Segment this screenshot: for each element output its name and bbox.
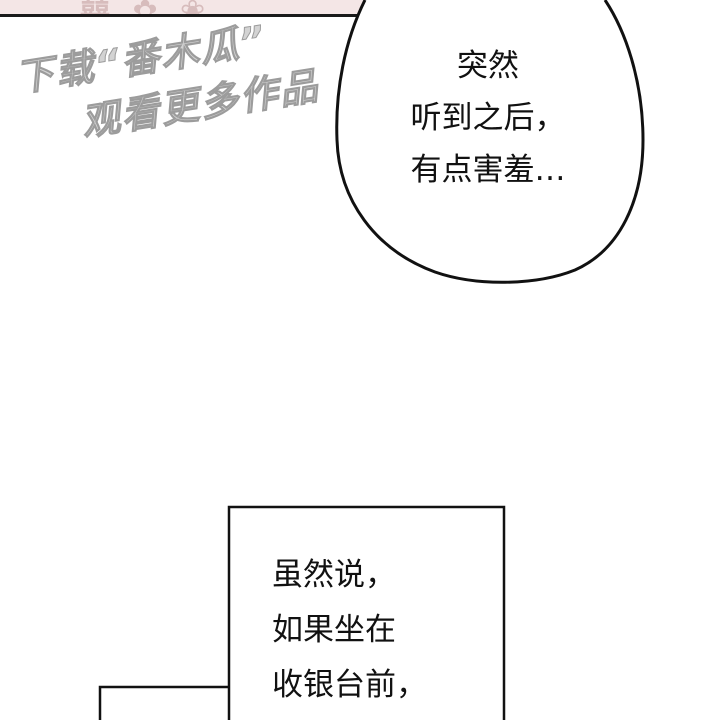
- caption-line-1: 虽然说，: [272, 557, 396, 593]
- previous-panel-edge: 囍 ✿ ❀: [0, 0, 369, 17]
- speech-line-1: 突然: [457, 48, 519, 84]
- caption-box-upper-outline: [227, 505, 506, 720]
- speech-bubble: [335, 0, 645, 284]
- caption-line-3: 收银台前，: [272, 667, 427, 703]
- speech-line-2: 听到之后，: [410, 100, 566, 136]
- caption-box-step-outline: [98, 685, 229, 720]
- caption-line-2: 如果坐在: [272, 612, 396, 648]
- speech-bubble-text: 突然 听到之后， 有点害羞…: [358, 40, 618, 196]
- previous-panel-artwork: 囍 ✿ ❀: [80, 0, 211, 14]
- speech-bubble-outline: [335, 0, 645, 284]
- speech-line-3: 有点害羞…: [410, 152, 566, 188]
- caption-box-text: 虽然说， 如果坐在 收银台前，: [272, 548, 482, 713]
